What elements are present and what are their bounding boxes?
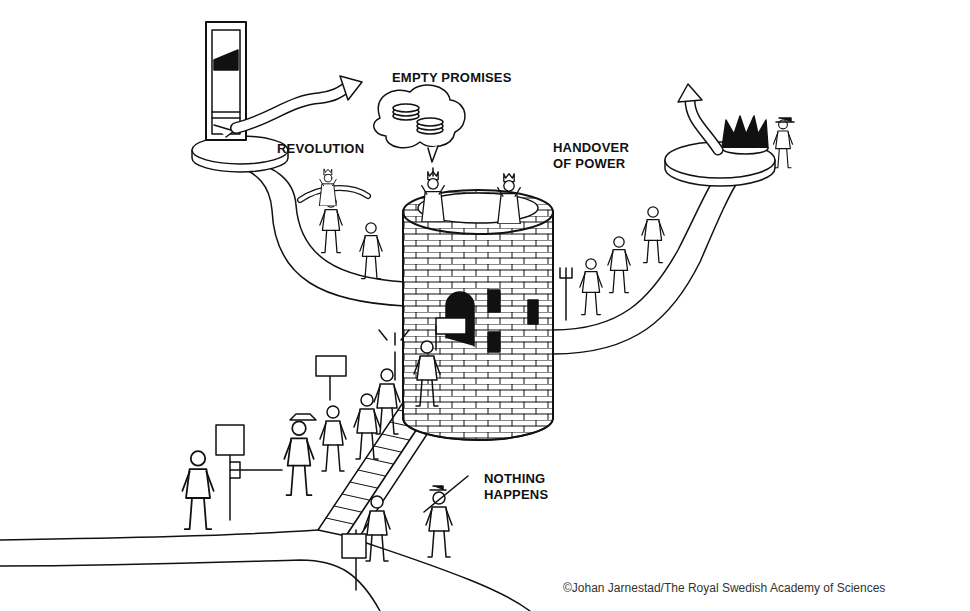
callout-label: EMPTY PROMISES <box>392 70 532 86</box>
callout-label: NOTHING HAPPENS <box>484 471 564 503</box>
callout-label: HANDOVER OF POWER <box>553 140 641 172</box>
callout-label: REVOLUTION <box>277 141 387 157</box>
copyright-note: ©Johan Jarnestad/The Royal Swedish Acade… <box>563 580 963 596</box>
